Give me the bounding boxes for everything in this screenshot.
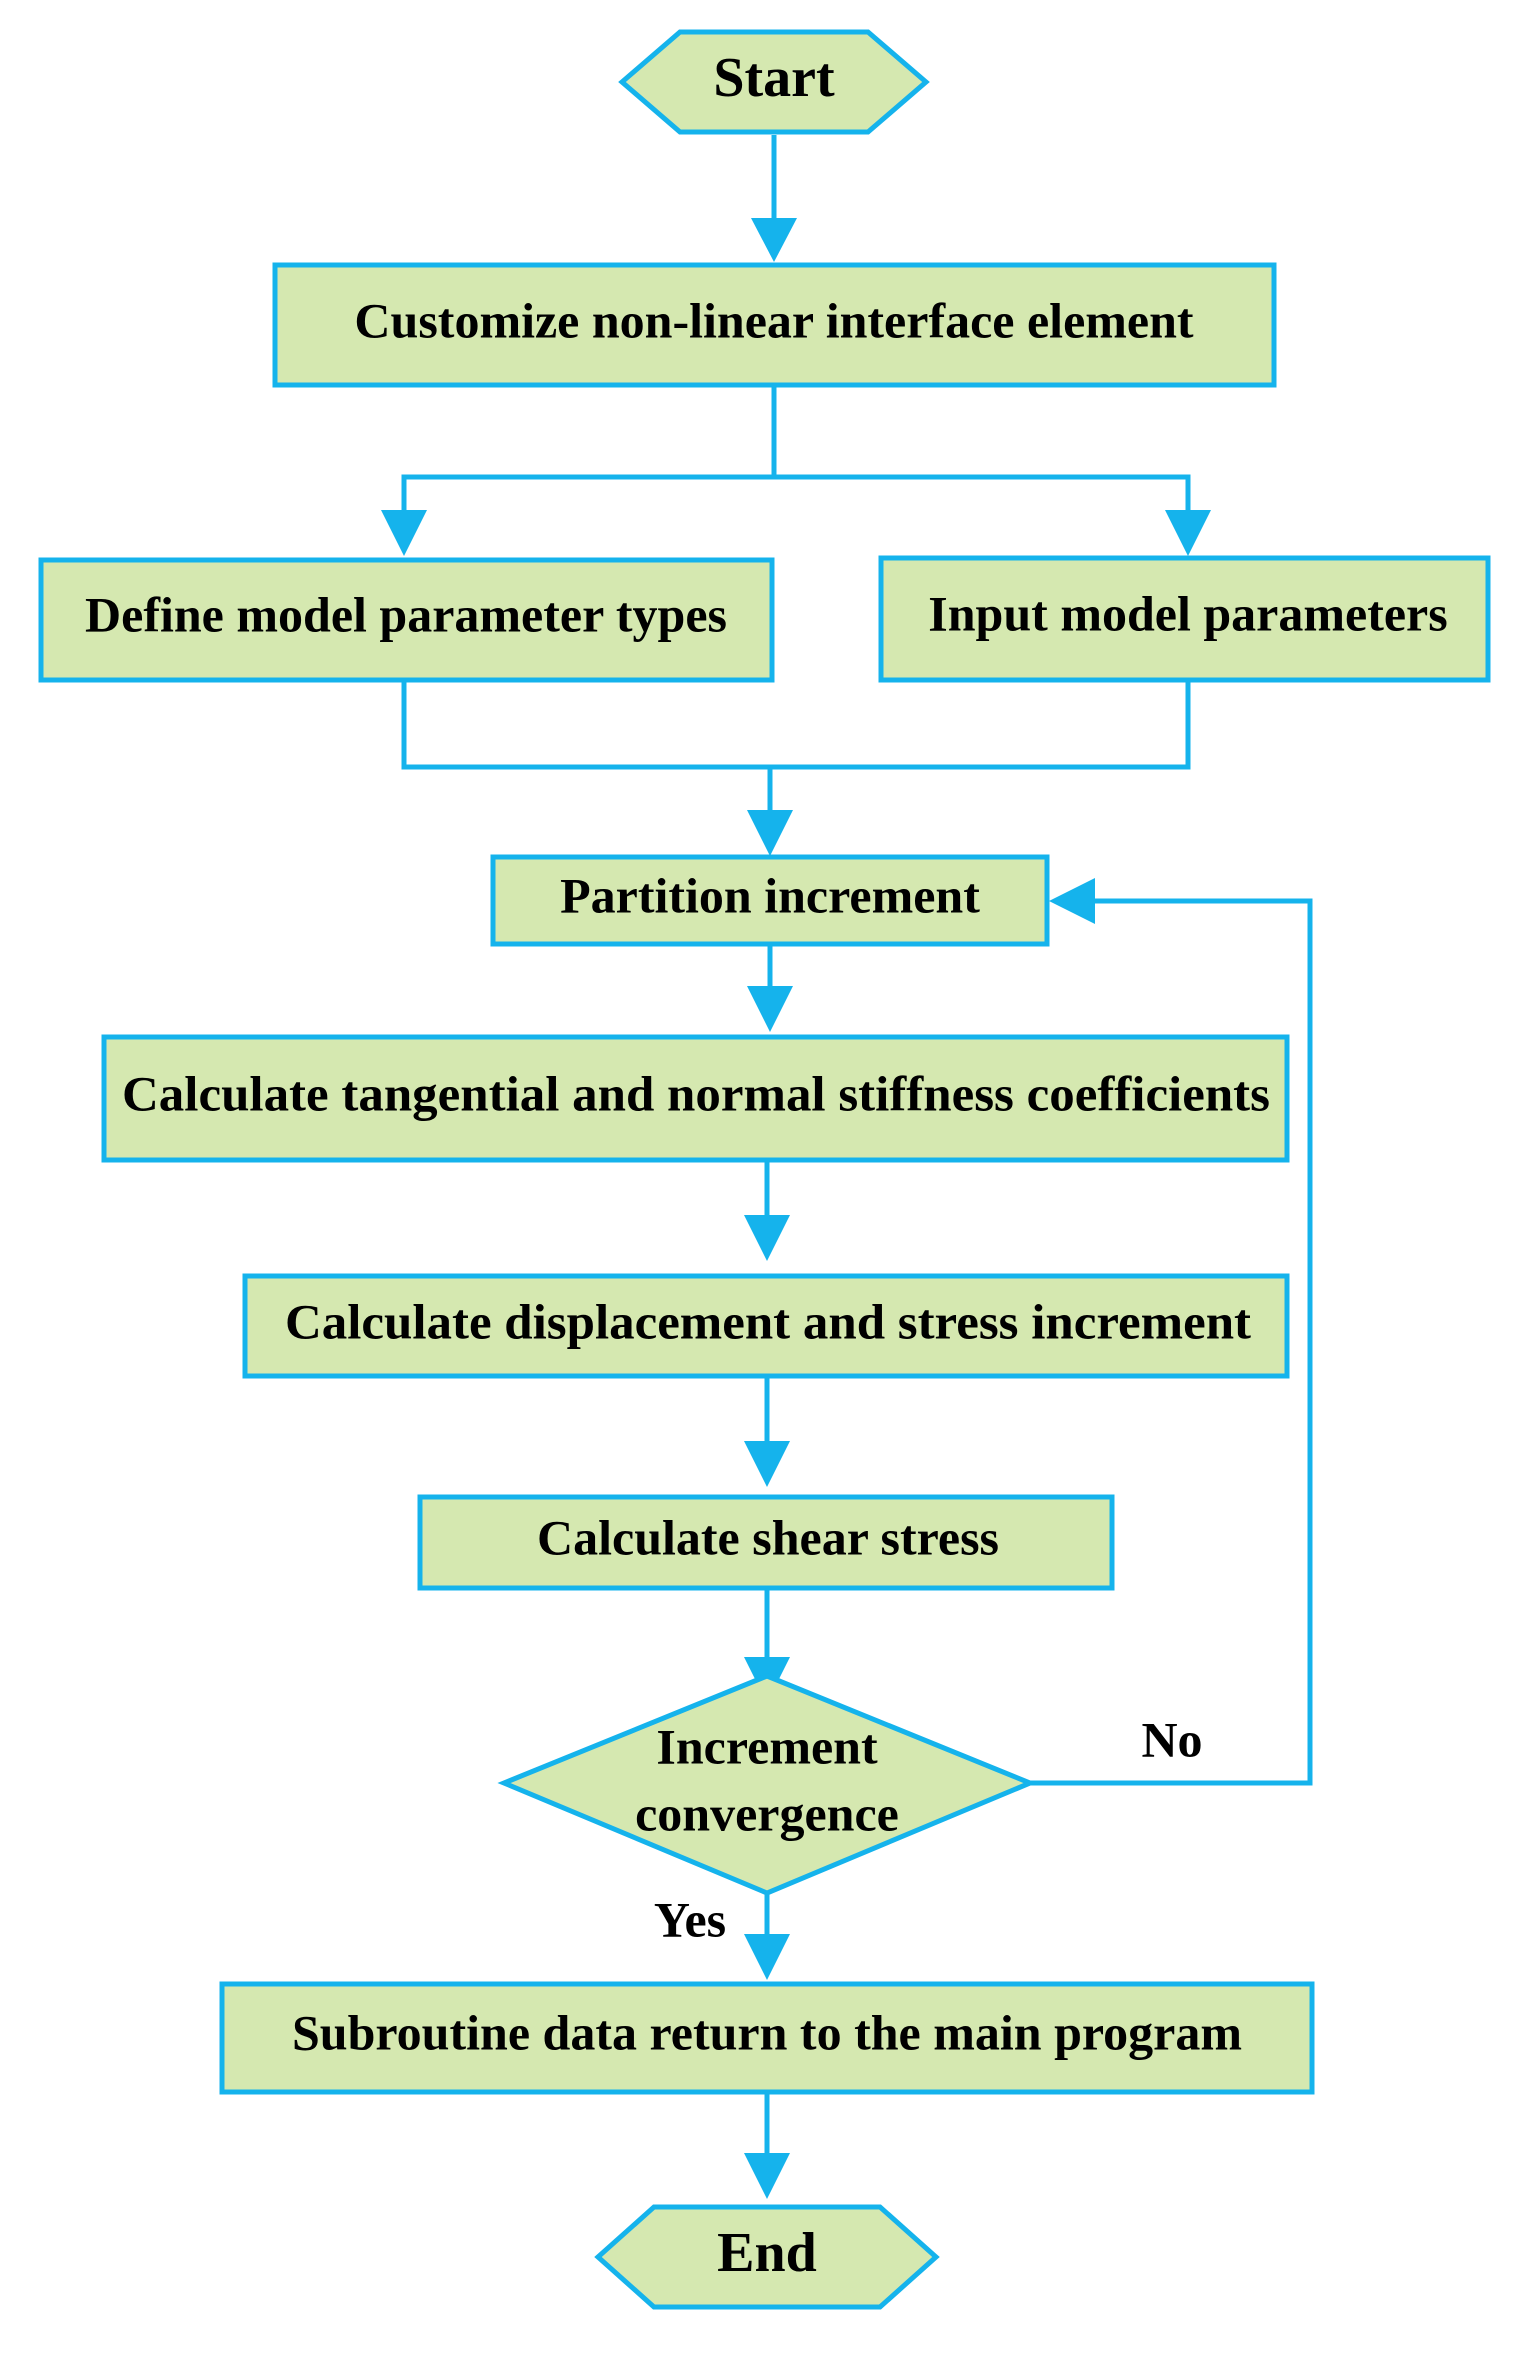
edge-label-yes: Yes xyxy=(654,1891,726,1947)
define-types-box xyxy=(38,557,775,683)
node-calc-stiffness: Calculate tangential and normal stiffnes… xyxy=(101,1034,1290,1163)
calc-shear-label: Calculate shear stress xyxy=(537,1509,999,1565)
start-label: Start xyxy=(713,47,835,109)
subroutine-label: Subroutine data return to the main progr… xyxy=(292,2004,1242,2060)
node-calc-shear: Calculate shear stress xyxy=(417,1494,1115,1591)
arrow-to-define-types xyxy=(381,510,427,556)
end-terminal-shape xyxy=(594,2204,940,2310)
decision-label-line2: convergence xyxy=(635,1785,899,1841)
end-label: End xyxy=(717,2222,817,2284)
input-params-label: Input model parameters xyxy=(928,585,1447,641)
node-decision: Increment convergence xyxy=(497,1673,1037,1896)
arrow-loop-to-partition xyxy=(1049,878,1095,924)
subroutine-box xyxy=(219,1981,1315,2095)
node-calc-displacement: Calculate displacement and stress increm… xyxy=(242,1273,1290,1379)
customize-box xyxy=(272,262,1277,388)
arrow-to-input-params xyxy=(1165,510,1211,556)
node-partition: Partition increment xyxy=(490,854,1050,947)
node-customize: Customize non-linear interface element xyxy=(272,262,1277,388)
connector-customize-split xyxy=(401,385,777,520)
connector-merge-left xyxy=(401,682,770,770)
define-types-label: Define model parameter types xyxy=(85,586,727,642)
calc-displacement-box xyxy=(242,1273,1290,1379)
decision-diamond xyxy=(497,1673,1037,1896)
node-end: End xyxy=(594,2204,940,2310)
arrow-to-subroutine xyxy=(744,1934,790,1980)
node-input-params: Input model parameters xyxy=(878,555,1491,683)
node-subroutine: Subroutine data return to the main progr… xyxy=(219,1981,1315,2095)
calc-shear-box xyxy=(417,1494,1115,1591)
arrow-to-displacement xyxy=(744,1215,790,1261)
input-params-box xyxy=(878,555,1491,683)
connector-split-right xyxy=(774,474,1191,520)
node-start: Start xyxy=(618,29,930,135)
arrow-to-end xyxy=(744,2153,790,2199)
start-terminal-shape xyxy=(618,29,930,135)
arrow-to-stiffness xyxy=(747,986,793,1032)
partition-box xyxy=(490,854,1050,947)
partition-label: Partition increment xyxy=(560,867,980,923)
calc-stiffness-label: Calculate tangential and normal stiffnes… xyxy=(122,1065,1270,1121)
connector-no-loop xyxy=(1030,898,1313,1786)
edge-label-no: No xyxy=(1141,1711,1202,1767)
calc-stiffness-box xyxy=(101,1034,1290,1163)
arrow-start-customize xyxy=(751,218,797,262)
arrow-to-partition xyxy=(747,810,793,856)
connectors xyxy=(381,135,1313,2199)
arrow-to-shear xyxy=(744,1441,790,1487)
connector-merge-right xyxy=(770,682,1191,770)
customize-label: Customize non-linear interface element xyxy=(354,292,1193,348)
calc-displacement-label: Calculate displacement and stress increm… xyxy=(285,1293,1251,1349)
decision-label-line1: Increment xyxy=(656,1718,878,1774)
node-define-types: Define model parameter types xyxy=(38,557,775,683)
